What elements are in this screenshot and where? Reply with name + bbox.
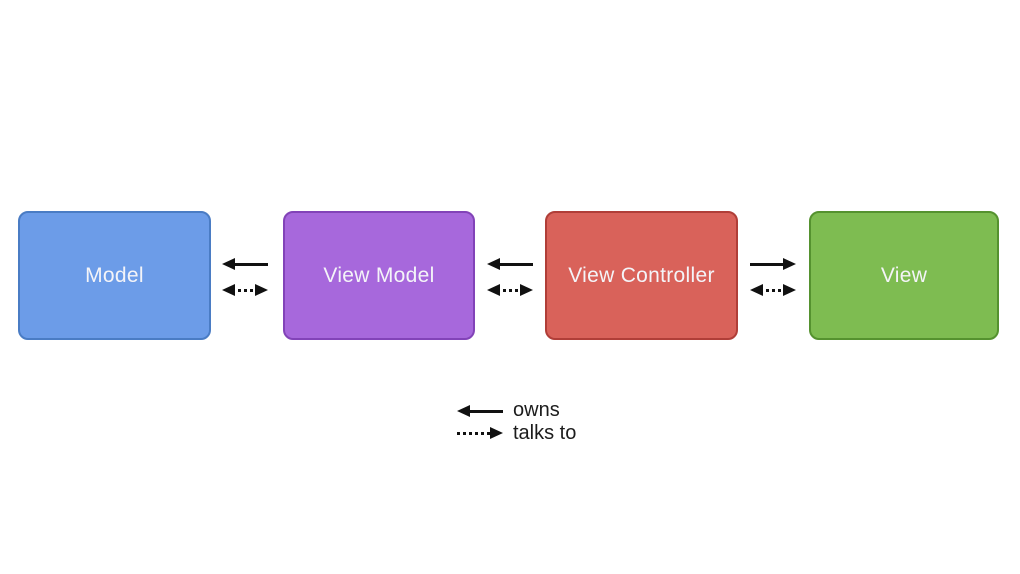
owns-arrow-viewmodel-to-model — [222, 258, 268, 271]
arrowhead-right-icon — [783, 284, 796, 296]
arrowhead-right-icon — [783, 258, 796, 270]
view-box: View — [809, 211, 999, 340]
owns-arrow-viewcontroller-to-view — [750, 258, 796, 271]
view-controller-box: View Controller — [545, 211, 738, 340]
view-box-label: View — [880, 263, 928, 287]
legend-owns-label: owns — [513, 399, 560, 421]
arrowhead-left-icon — [457, 405, 470, 417]
owns-arrow-viewcontroller-to-viewmodel — [487, 258, 533, 271]
model-box: Model — [18, 211, 211, 340]
talks-to-arrow-model-viewmodel — [222, 284, 268, 297]
arrowhead-right-icon — [255, 284, 268, 296]
arrowhead-right-icon — [520, 284, 533, 296]
arrowhead-left-icon — [487, 258, 500, 270]
legend-talks-to-label: talks to — [513, 422, 577, 444]
legend-owns-arrow-icon — [457, 405, 503, 418]
arrowhead-left-icon — [487, 284, 500, 296]
talks-to-arrow-viewcontroller-view — [750, 284, 796, 297]
view-controller-box-label: View Controller — [568, 263, 715, 287]
view-model-box-label: View Model — [323, 263, 435, 287]
arrowhead-left-icon — [222, 258, 235, 270]
view-model-box: View Model — [283, 211, 475, 340]
legend-talks-to-arrow-icon — [457, 427, 503, 440]
model-box-label: Model — [85, 263, 144, 287]
talks-to-arrow-viewmodel-viewcontroller — [487, 284, 533, 297]
arrowhead-left-icon — [750, 284, 763, 296]
arrowhead-right-icon — [490, 427, 503, 439]
arrowhead-left-icon — [222, 284, 235, 296]
